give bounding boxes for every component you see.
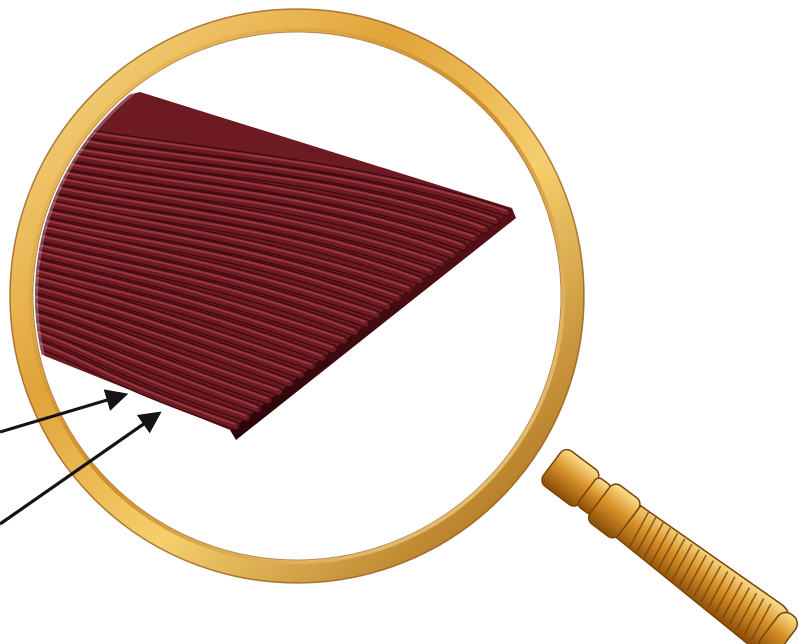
magnifier-handle [536, 443, 802, 644]
